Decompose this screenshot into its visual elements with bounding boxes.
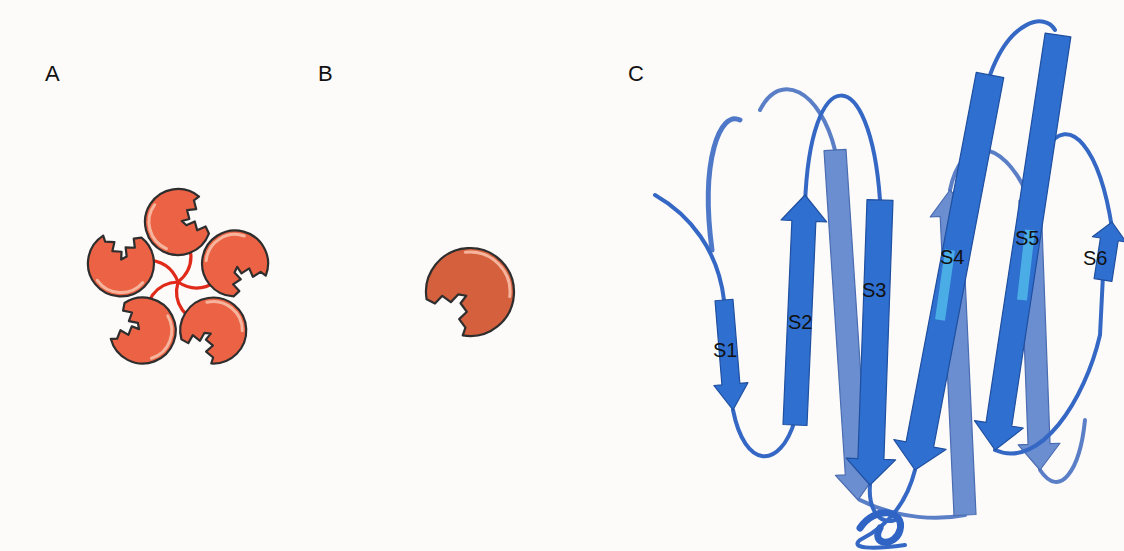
loop-coil <box>708 119 740 250</box>
strand-label: S6 <box>1083 248 1107 268</box>
strand-label: S4 <box>940 247 964 267</box>
beta-strand <box>974 33 1070 450</box>
loop-coil <box>760 89 835 150</box>
protomer-highlight <box>207 302 242 331</box>
protomer-shape <box>145 189 209 255</box>
loop-coil <box>857 470 915 548</box>
beta-strand <box>846 200 895 485</box>
helix-turn <box>860 513 901 542</box>
protomer-highlight <box>149 205 166 249</box>
pentamer <box>88 189 268 364</box>
strand-label: S3 <box>862 280 886 300</box>
monomer <box>426 248 514 336</box>
strand-label: S1 <box>713 340 737 360</box>
loop-coil <box>805 96 880 205</box>
protein-ribbon <box>655 21 1124 547</box>
panel-label: A <box>45 63 60 85</box>
protomer-shape <box>88 236 154 297</box>
beta-strand <box>714 299 748 410</box>
beta-strand <box>781 195 827 426</box>
protomer-shape <box>180 298 246 364</box>
strand-label: S5 <box>1015 228 1039 248</box>
strand-label: S2 <box>788 312 812 332</box>
beta-strand <box>894 72 1004 470</box>
panel-label: C <box>628 63 644 85</box>
panel-label: B <box>318 63 333 85</box>
loop-coil <box>655 195 724 300</box>
loop-coil <box>1045 134 1112 228</box>
protomer-highlight <box>206 234 244 260</box>
protomer-highlight <box>151 316 171 358</box>
protomer-highlight <box>97 280 142 292</box>
protomer-shape <box>202 230 268 296</box>
protomer-shape <box>426 248 514 336</box>
protomer-highlight <box>465 252 510 297</box>
protomer-shape <box>111 298 176 364</box>
